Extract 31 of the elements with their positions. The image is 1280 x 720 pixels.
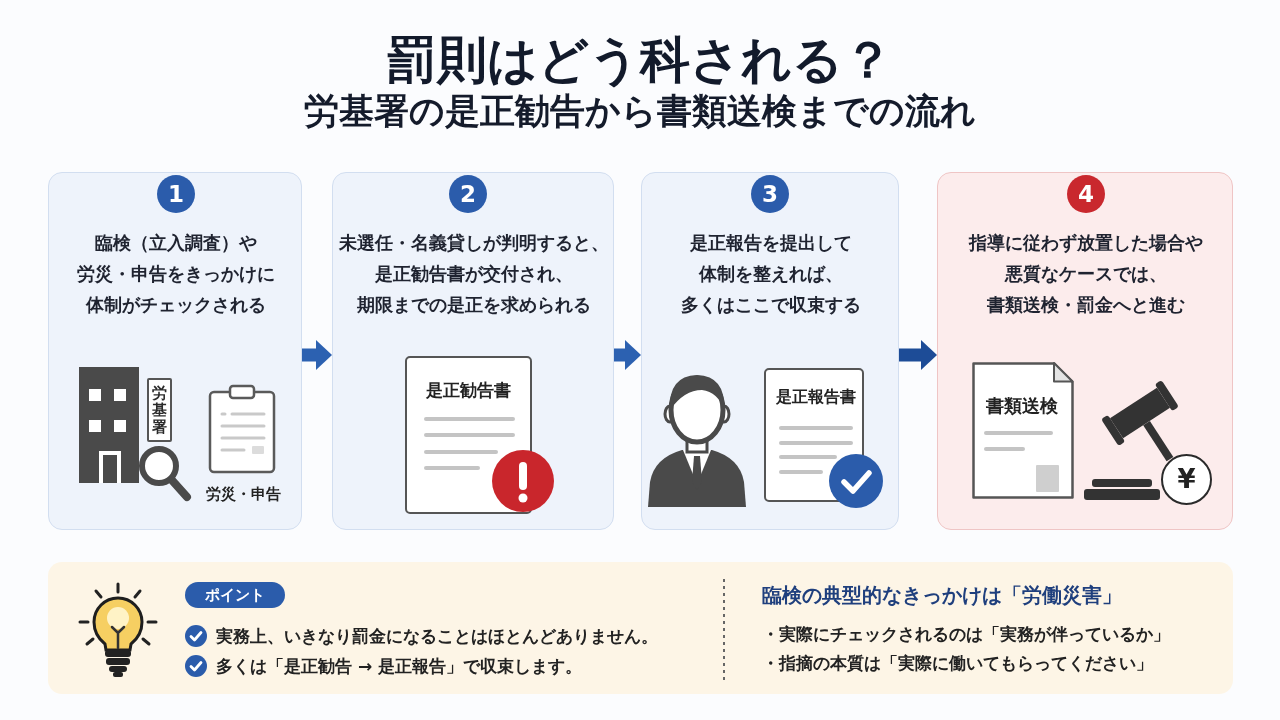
- step-number-badge: 2: [449, 175, 487, 213]
- note-text: 実務上、いきなり罰金になることはほとんどありません。: [216, 625, 659, 648]
- document-title: 書類送検: [985, 394, 1059, 418]
- bullet-text: ・実際にチェックされるのは「実務が伴っているか」: [762, 623, 1171, 646]
- step-number-badge: 4: [1067, 175, 1105, 213]
- step-card: [48, 172, 302, 530]
- sign-plate: 労基署: [147, 378, 172, 442]
- arrow: [899, 340, 937, 370]
- step-description: 未選任・名義貸しが判明すると、是正勧告書が交付され、期限までの是正を求められる: [338, 231, 610, 317]
- step-description: 指導に従わず放置した場合や悪質なケースでは、書類送検・罰金へと進む: [967, 231, 1204, 317]
- step-description: 是正報告を提出して体制を整えれば、多くはここで収束する: [680, 231, 862, 317]
- arrow: [614, 340, 641, 370]
- step-number-badge: 3: [751, 175, 789, 213]
- step-card: [937, 172, 1233, 530]
- arrow: [302, 340, 332, 370]
- document-sheet: [972, 362, 1074, 499]
- step-card: [641, 172, 899, 530]
- yen-coin: ¥: [1161, 454, 1212, 505]
- title: 罰則はどう科される？: [386, 31, 894, 89]
- step-card: [332, 172, 614, 530]
- step-description: 臨検（立入調査）や労災・申告をきっかけに体制がチェックされる: [76, 231, 276, 317]
- subtitle: 労基署の是正勧告から書類送検までの流れ: [303, 90, 977, 133]
- point-tag: ポイント: [185, 582, 285, 608]
- step-number-badge: 1: [157, 175, 195, 213]
- note-heading: 臨検の典型的なきっかけは「労働災害」: [762, 583, 1123, 609]
- document-title: 是正報告書: [775, 386, 857, 408]
- icon-caption: 労災・申告: [204, 484, 282, 505]
- document-title: 是正勧告書: [425, 379, 512, 402]
- bullet-text: ・指摘の本質は「実際に働いてもらってください」: [762, 652, 1154, 675]
- note-text: 多くは「是正勧告 → 是正報告」で収束します。: [216, 655, 584, 678]
- note-panel: [48, 562, 1233, 694]
